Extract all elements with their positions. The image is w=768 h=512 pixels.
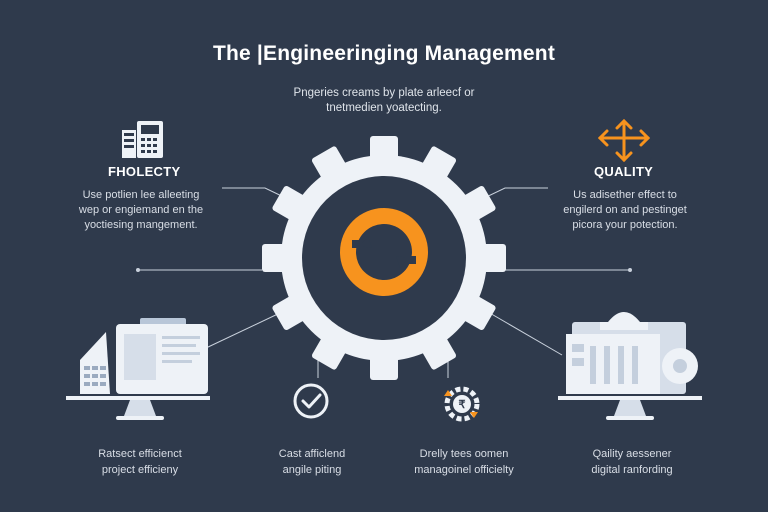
left-desc-line-1: Use potlien lee alleeting bbox=[82, 189, 200, 201]
refresh-icon bbox=[340, 208, 428, 296]
bottom-item-2-line-2: angile piting bbox=[282, 464, 342, 476]
right-desc-line-3: picora your potection. bbox=[572, 219, 678, 231]
gear-icon bbox=[262, 136, 506, 380]
four-arrows-icon bbox=[597, 118, 651, 163]
bottom-item-3-line-1: Drelly tees oomen bbox=[419, 448, 509, 460]
connector-lines bbox=[138, 187, 630, 378]
svg-text:₹: ₹ bbox=[459, 399, 466, 411]
connector-right-bottom bbox=[487, 311, 563, 356]
bottom-item-2-caption: Cast afficlend angile piting bbox=[242, 446, 382, 478]
bottom-item-4-caption: Qaility aessener digital ranfording bbox=[562, 446, 702, 478]
right-desc-line-1: Us adisether effect to bbox=[573, 189, 677, 201]
monitor-document-icon bbox=[66, 318, 210, 420]
bottom-item-2-line-1: Cast afficlend bbox=[278, 448, 346, 460]
connector-dot-left bbox=[136, 268, 140, 272]
monitor-building-icon bbox=[558, 312, 702, 420]
bottom-item-4-line-1: Qaility aessener bbox=[592, 448, 672, 460]
subtitle-line-2: tnetmedien yoatecting. bbox=[326, 102, 442, 114]
subtitle-line-1: Pngeries creams by plate arleecf or bbox=[293, 87, 475, 99]
check-circle-icon bbox=[293, 383, 329, 419]
bottom-item-1-line-2: project efficieny bbox=[101, 464, 179, 476]
right-section-desc: Us adisether effect to engilerd on and p… bbox=[540, 188, 710, 233]
right-desc-line-2: engilerd on and pestinget bbox=[563, 204, 687, 216]
page-subtitle: Pngeries creams by plate arleecf or tnet… bbox=[234, 86, 534, 116]
left-desc-line-2: wep or engiemand en the bbox=[78, 204, 204, 216]
bottom-item-3-line-2: managoinel officielty bbox=[414, 464, 514, 476]
bottom-item-4-line-2: digital ranfording bbox=[591, 464, 673, 476]
right-section-title: QUALITY bbox=[594, 164, 654, 179]
bottom-item-1-line-1: Ratsect efficienct bbox=[98, 448, 182, 460]
building-calculator-icon bbox=[122, 121, 163, 158]
connector-dot-right bbox=[628, 268, 632, 272]
left-section-desc: Use potlien lee alleeting wep or engiema… bbox=[56, 188, 226, 233]
connector-left-bottom bbox=[205, 311, 283, 349]
left-desc-line-3: yoctiesing mangement. bbox=[84, 219, 198, 231]
bottom-item-3-caption: Drelly tees oomen managoinel officielty bbox=[394, 446, 534, 478]
gear-money-icon: ₹ bbox=[444, 386, 480, 422]
left-section-title: FHOLECTY bbox=[108, 164, 181, 179]
page-title: The |Engineeringing Management bbox=[212, 42, 556, 65]
bottom-item-1-caption: Ratsect efficienct project efficieny bbox=[70, 446, 210, 478]
